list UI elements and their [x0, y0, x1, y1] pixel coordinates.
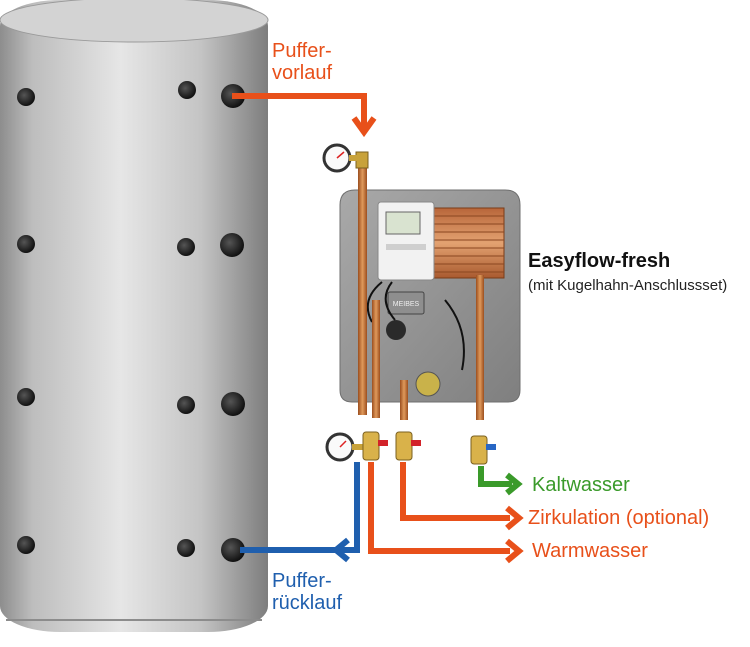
- pump-housing: [386, 320, 406, 340]
- flow-arrow-icon: [331, 537, 350, 563]
- copper-pipe: [358, 165, 367, 415]
- port-icon: [221, 392, 245, 416]
- label-pufferruecklauf-line1: Puffer-: [272, 570, 332, 592]
- port-icon: [17, 388, 35, 406]
- flow-line-puffervorlauf: [232, 93, 377, 138]
- port-icon: [220, 233, 244, 257]
- flow-arrow-icon: [505, 505, 524, 531]
- storage-tank: [0, 0, 269, 632]
- flow-arrow-icon: [505, 538, 524, 564]
- port-icon: [178, 81, 196, 99]
- flow-line-warmwasser: [368, 462, 524, 564]
- port-icon: [177, 539, 195, 557]
- label-warmwasser: Warmwasser: [532, 540, 648, 562]
- flow-line-pufferruecklauf: [240, 462, 360, 563]
- pump-brand: MEIBES: [393, 301, 420, 308]
- label-pufferruecklauf-line2: rücklauf: [272, 592, 343, 614]
- secondary-pump-icon: [415, 371, 441, 397]
- copper-pipe: [372, 300, 380, 418]
- circulation-pump-icon: MEIBES: [386, 291, 425, 340]
- controller-display-icon: [377, 201, 435, 281]
- tank-ports: [17, 81, 245, 562]
- tank-body: [0, 0, 268, 632]
- flow-arrow-icon: [351, 116, 377, 138]
- station-subtitle: (mit Kugelhahn-Anschlussset): [528, 277, 728, 294]
- flow-arrow-icon: [505, 472, 523, 496]
- port-icon: [17, 536, 35, 554]
- flow-line-kaltwasser: [478, 466, 523, 496]
- cables: [366, 281, 465, 371]
- pressure-gauge-top-icon: [322, 143, 361, 173]
- flow-line-zirkulation: [400, 462, 524, 531]
- port-icon: [221, 538, 245, 562]
- heat-exchanger-icon: [431, 207, 505, 279]
- tank-top-cap: [0, 0, 269, 43]
- port-icon: [177, 396, 195, 414]
- port-icon: [17, 88, 35, 106]
- ball-valve-icon: [395, 431, 421, 461]
- label-zirkulation: Zirkulation (optional): [528, 507, 710, 529]
- port-icon: [17, 235, 35, 253]
- pressure-gauge-bottom-icon: [325, 432, 364, 462]
- ball-valves: [362, 431, 496, 465]
- fresh-water-station: MEIBES: [339, 151, 521, 420]
- port-icon: [177, 238, 195, 256]
- label-puffervorlauf-line1: Puffer-: [272, 40, 332, 62]
- copper-pipe: [476, 275, 484, 420]
- ball-valve-icon: [470, 435, 496, 465]
- label-kaltwasser: Kaltwasser: [532, 474, 630, 496]
- copper-pipe: [400, 380, 408, 420]
- label-puffervorlauf-line2: vorlauf: [272, 62, 333, 84]
- station-title: Easyflow-fresh: [528, 250, 671, 272]
- ball-valve-icon: [362, 431, 388, 461]
